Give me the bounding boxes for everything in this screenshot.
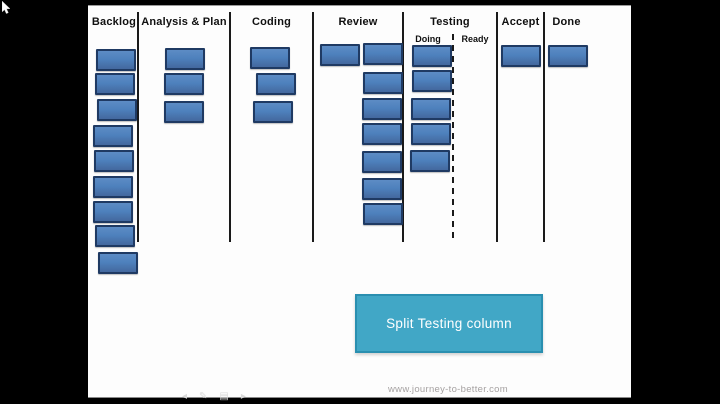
column-header-coding: Coding <box>251 16 292 28</box>
kanban-card-analysis-plan[interactable] <box>164 101 204 123</box>
kanban-card-testing-doing[interactable] <box>412 70 452 92</box>
presenter-controls: ◂ ✎ ▤ ▸ <box>182 392 246 402</box>
kanban-card-testing-doing[interactable] <box>411 123 451 145</box>
kanban-card-coding[interactable] <box>256 73 296 95</box>
kanban-card-review[interactable] <box>363 203 403 225</box>
kanban-card-review[interactable] <box>363 72 403 94</box>
kanban-card-coding[interactable] <box>253 101 293 123</box>
kanban-card-backlog[interactable] <box>97 99 137 121</box>
pen-tool-icon[interactable]: ✎ <box>199 391 208 402</box>
column-divider <box>496 12 498 242</box>
column-divider <box>312 12 314 242</box>
kanban-card-testing-doing[interactable] <box>412 45 452 67</box>
column-header-done: Done <box>552 16 581 28</box>
kanban-card-review[interactable] <box>362 151 402 173</box>
mouse-pointer-cursor <box>2 1 11 14</box>
kanban-card-backlog[interactable] <box>95 225 135 247</box>
column-header-analysis: Analysis & Plan <box>141 16 227 28</box>
kanban-card-coding[interactable] <box>250 47 290 69</box>
column-divider <box>543 12 545 242</box>
subcolumn-header-doing: Doing <box>415 34 441 44</box>
split-testing-callout: Split Testing column <box>355 294 543 353</box>
kanban-card-backlog[interactable] <box>93 176 133 198</box>
kanban-card-backlog[interactable] <box>93 201 133 223</box>
column-header-testing: Testing <box>430 16 470 28</box>
kanban-card-review[interactable] <box>363 43 403 65</box>
kanban-card-backlog[interactable] <box>95 73 135 95</box>
kanban-card-backlog[interactable] <box>98 252 138 274</box>
kanban-card-review[interactable] <box>362 98 402 120</box>
kanban-card-review[interactable] <box>320 44 360 66</box>
prev-slide-icon[interactable]: ◂ <box>182 391 188 402</box>
kanban-card-accept[interactable] <box>501 45 541 67</box>
testing-split-dashed-divider <box>452 34 454 242</box>
column-divider <box>229 12 231 242</box>
kanban-card-done[interactable] <box>548 45 588 67</box>
kanban-slide: Backlog Analysis & Plan Coding Review Te… <box>88 5 631 402</box>
column-header-accept: Accept <box>501 16 540 28</box>
column-divider <box>402 12 404 242</box>
subcolumn-header-ready: Ready <box>461 34 489 44</box>
column-header-review: Review <box>338 16 378 28</box>
kanban-card-backlog[interactable] <box>96 49 136 71</box>
kanban-card-review[interactable] <box>362 178 402 200</box>
kanban-card-backlog[interactable] <box>93 125 133 147</box>
kanban-card-testing-doing[interactable] <box>410 150 450 172</box>
kanban-card-analysis-plan[interactable] <box>164 73 204 95</box>
slide-menu-icon[interactable]: ▤ <box>219 391 229 402</box>
kanban-card-review[interactable] <box>362 123 402 145</box>
kanban-card-backlog[interactable] <box>94 150 134 172</box>
column-divider <box>137 12 139 242</box>
website-url: www.journey-to-better.com <box>388 384 508 395</box>
column-header-backlog: Backlog <box>91 16 137 28</box>
kanban-card-analysis-plan[interactable] <box>165 48 205 70</box>
next-slide-icon[interactable]: ▸ <box>240 391 246 402</box>
kanban-card-testing-doing[interactable] <box>411 98 451 120</box>
split-testing-callout-label: Split Testing column <box>386 316 512 331</box>
